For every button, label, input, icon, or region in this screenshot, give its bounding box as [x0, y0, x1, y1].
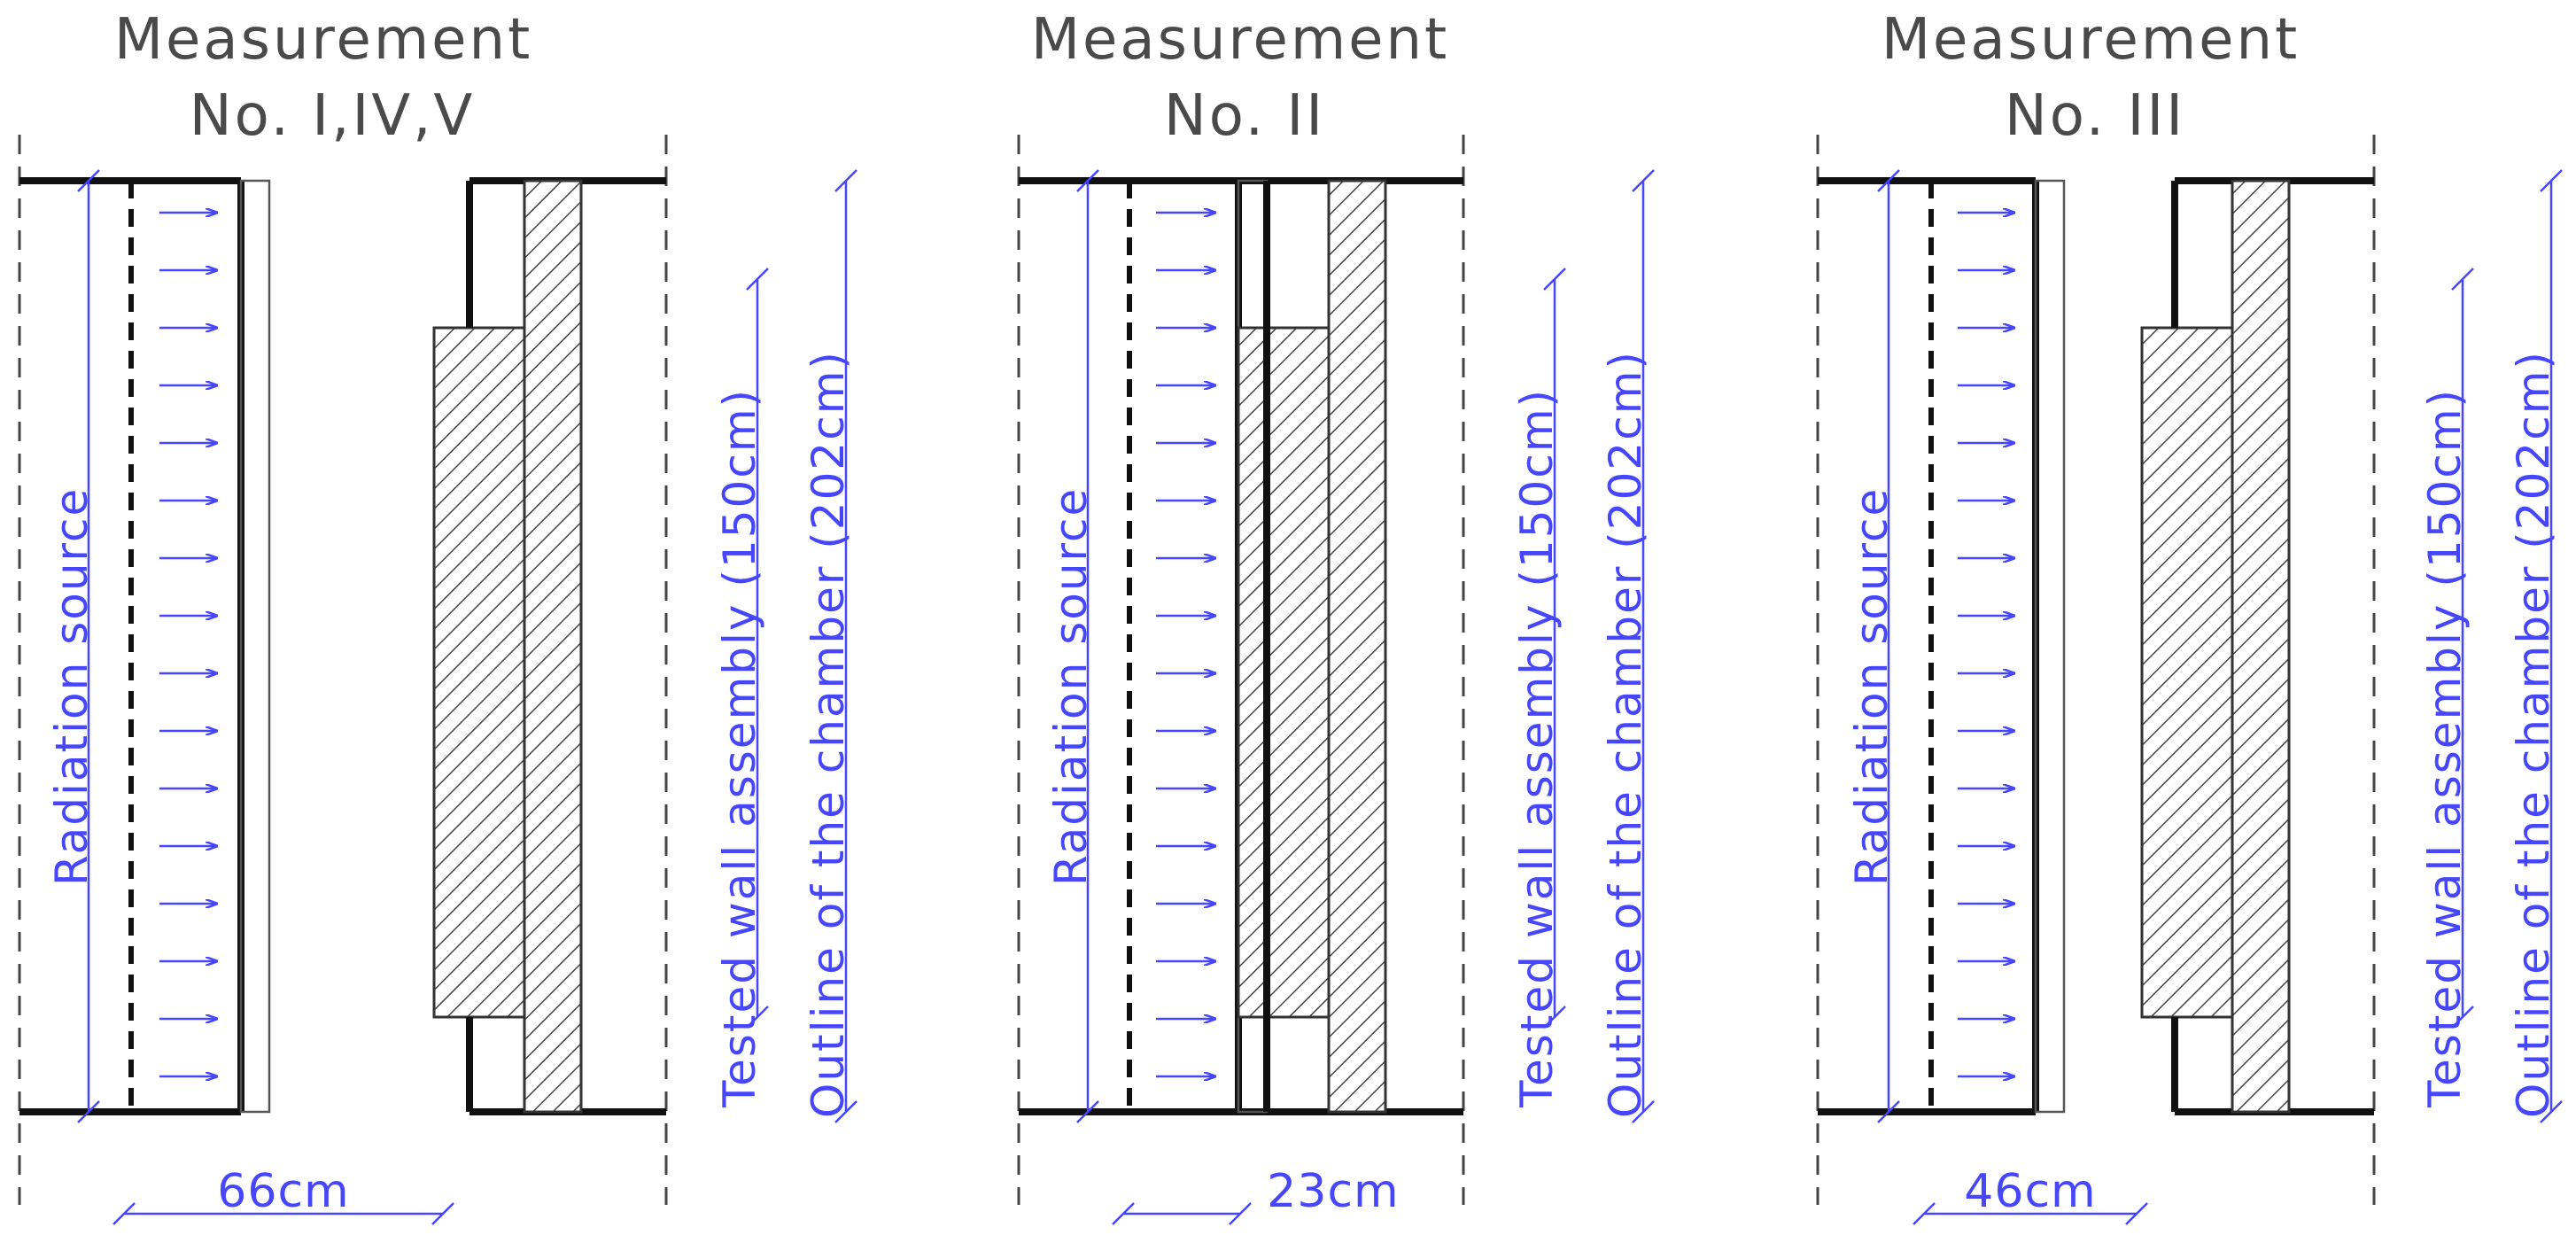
radiation-source-label: Radiation source	[1045, 487, 1097, 886]
radiation-source-label: Radiation source	[46, 487, 97, 886]
tested-wall-label: Tested wall assembly (150cm)	[2419, 388, 2471, 1108]
source-reflector-panel	[239, 179, 271, 1114]
tested-wall-label: Tested wall assembly (150cm)	[1511, 388, 1563, 1108]
panel-title-line1: Measurement	[114, 7, 532, 73]
tested-wall-assembly	[1237, 326, 1331, 1019]
panel-title-line1: Measurement	[1882, 7, 2300, 73]
panel-2: Measurement No. II	[1017, 7, 1655, 1225]
radiation-arrows	[1958, 213, 2014, 1076]
radiation-source-label: Radiation source	[1846, 487, 1897, 886]
chamber-wall	[1327, 179, 1387, 1114]
chamber-outline-label: Outline of the chamber (202cm)	[1600, 350, 1651, 1118]
panel-1: Measurement No. I,IV,V	[18, 7, 857, 1225]
panel-3: Measurement No. III	[1816, 7, 2563, 1225]
distance-label: 66cm	[217, 1165, 349, 1218]
panel-title-line2: No. II	[1164, 83, 1325, 149]
source-reflector-panel	[2034, 179, 2066, 1114]
distance-label: 23cm	[1267, 1165, 1399, 1218]
chamber-wall	[2231, 179, 2291, 1114]
panel-title-line2: No. I,IV,V	[190, 83, 476, 149]
radiation-arrows	[1156, 213, 1215, 1076]
tested-wall-assembly	[2140, 326, 2234, 1019]
panel-title-line1: Measurement	[1031, 7, 1449, 73]
chamber-outline-label: Outline of the chamber (202cm)	[803, 350, 854, 1118]
chamber-outline-label: Outline of the chamber (202cm)	[2508, 350, 2559, 1118]
chamber-wall	[523, 179, 583, 1114]
panel-title-line2: No. III	[2005, 83, 2185, 149]
radiation-arrows	[159, 213, 217, 1076]
distance-label: 46cm	[1964, 1165, 2096, 1218]
tested-wall-assembly	[432, 326, 526, 1019]
tested-wall-label: Tested wall assembly (150cm)	[714, 388, 765, 1108]
